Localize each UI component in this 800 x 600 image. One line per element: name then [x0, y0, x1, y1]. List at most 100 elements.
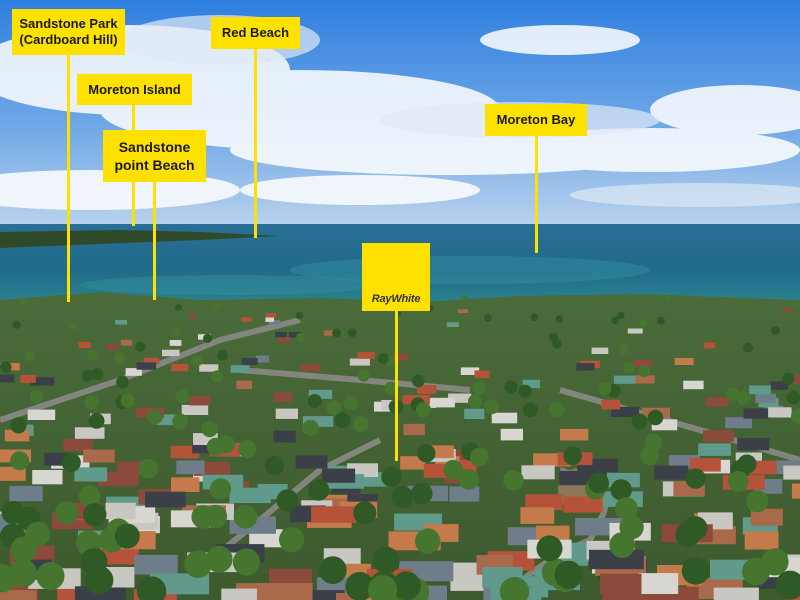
tree — [372, 546, 400, 574]
house-roof — [78, 342, 91, 348]
tree — [792, 300, 799, 307]
tree — [146, 409, 163, 425]
tree — [24, 350, 36, 362]
label-moreton-bay: Moreton Bay — [485, 104, 587, 136]
tree — [279, 527, 305, 553]
tree — [78, 485, 101, 507]
tree — [84, 565, 114, 595]
tree — [86, 350, 98, 361]
house-roof — [525, 494, 563, 510]
house-roof — [74, 427, 105, 439]
tree — [326, 400, 342, 415]
tree — [61, 452, 81, 473]
house-roof — [349, 358, 370, 366]
tree — [468, 394, 483, 409]
house-roof — [713, 587, 759, 600]
tree — [725, 387, 740, 401]
house-roof — [744, 531, 779, 550]
tree — [742, 557, 770, 586]
house-roof — [392, 353, 408, 361]
tree — [175, 304, 182, 311]
house-roof — [627, 328, 643, 334]
tree — [345, 572, 375, 600]
ray-white-logo: RayWhite — [362, 243, 430, 311]
house-roof — [275, 408, 298, 419]
tree — [175, 389, 190, 404]
tree — [114, 352, 125, 364]
tree — [461, 295, 468, 302]
tree — [503, 470, 524, 491]
tree — [205, 545, 233, 573]
tree — [210, 370, 224, 383]
tree — [81, 369, 94, 382]
house-roof — [63, 438, 93, 451]
house-roof — [308, 389, 333, 399]
tree — [136, 576, 167, 600]
house-roof — [74, 467, 108, 482]
house-roof — [115, 319, 127, 325]
house-roof — [32, 470, 63, 485]
house-roof — [457, 309, 469, 314]
tree — [412, 374, 425, 388]
tree — [598, 382, 612, 396]
house-roof — [698, 443, 731, 456]
tree — [307, 479, 330, 501]
house-roof — [448, 393, 472, 403]
house-roof — [256, 583, 313, 600]
tree — [391, 486, 414, 508]
tree — [728, 471, 749, 492]
house-roof — [520, 507, 555, 524]
house-roof — [229, 487, 271, 504]
tree — [217, 435, 236, 454]
tree — [411, 482, 433, 505]
tree — [791, 408, 800, 424]
tree — [618, 344, 629, 355]
house-roof — [755, 393, 776, 403]
house-roof — [611, 406, 640, 417]
tree — [10, 536, 37, 563]
pin-red-beach — [254, 48, 257, 238]
house-roof — [522, 379, 541, 389]
tree — [120, 393, 135, 408]
house-roof — [357, 352, 375, 359]
pin-moreton-bay — [535, 135, 538, 253]
pin-property — [395, 311, 398, 461]
tree — [563, 446, 582, 466]
house-roof — [295, 455, 328, 469]
house-roof — [106, 344, 119, 351]
house-roof — [743, 408, 770, 419]
tree — [504, 380, 518, 394]
tree — [264, 455, 284, 476]
house-roof — [311, 506, 357, 523]
tree — [343, 395, 358, 411]
house-roof — [689, 458, 721, 472]
house-roof — [125, 368, 142, 376]
tree — [530, 313, 539, 322]
house-roof — [323, 330, 338, 336]
tree — [782, 372, 795, 386]
tree — [549, 402, 565, 418]
house-roof — [181, 404, 209, 415]
label-red-beach: Red Beach — [211, 17, 300, 49]
tree — [685, 468, 706, 489]
tree — [318, 556, 347, 584]
tree — [647, 409, 664, 426]
tree — [232, 548, 261, 576]
house-roof — [171, 363, 189, 372]
tree — [384, 381, 398, 395]
house-roof — [230, 365, 250, 373]
tree — [172, 413, 189, 430]
house-roof — [601, 399, 620, 410]
tree — [771, 326, 780, 335]
house-roof — [189, 395, 211, 406]
house-roof — [30, 377, 55, 386]
tree — [296, 332, 306, 342]
tree — [518, 384, 532, 398]
house-roof — [170, 445, 200, 459]
tree — [302, 419, 319, 436]
house-roof — [683, 380, 704, 390]
house-roof — [120, 339, 133, 346]
tree — [276, 489, 299, 512]
tree — [736, 390, 751, 405]
tree — [307, 394, 322, 409]
